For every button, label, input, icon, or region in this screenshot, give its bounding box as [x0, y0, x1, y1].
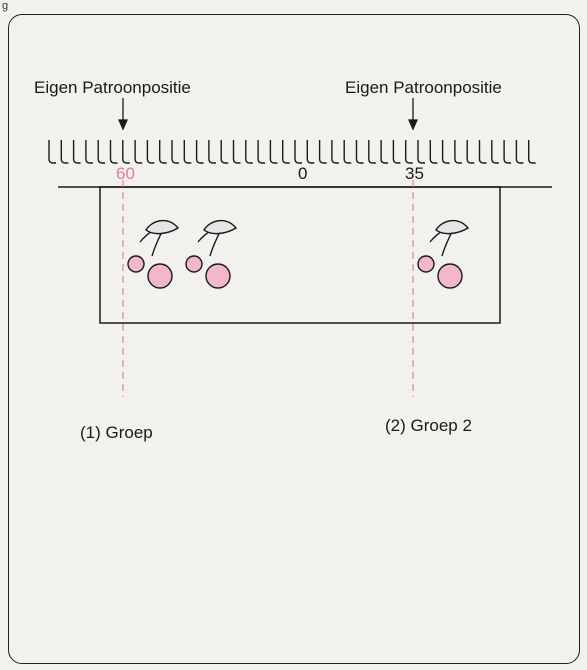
needle [529, 140, 536, 163]
cherry-icon [128, 221, 178, 288]
scale-number-left: 60 [116, 164, 135, 184]
needle [504, 140, 511, 163]
needle [344, 140, 351, 163]
needle [209, 140, 216, 163]
needle [111, 140, 118, 163]
needle [135, 140, 142, 163]
needle [221, 140, 228, 163]
needle [393, 140, 400, 163]
needle [61, 140, 68, 163]
left-down-arrow [119, 98, 127, 129]
needle [430, 140, 437, 163]
needle [283, 140, 290, 163]
needle [160, 140, 167, 163]
needle [295, 140, 302, 163]
needle [443, 140, 450, 163]
needle [123, 140, 130, 163]
needle [320, 140, 327, 163]
group-2-label: (2) Groep 2 [385, 416, 472, 436]
scale-number-center: 0 [298, 164, 307, 184]
group-1-label: (1) Groep [80, 423, 153, 443]
needle [357, 140, 364, 163]
needle [172, 140, 179, 163]
scale-number-right: 35 [405, 164, 424, 184]
needle [381, 140, 388, 163]
cherry-icon [418, 221, 468, 288]
right-down-arrow [409, 98, 417, 129]
needle [332, 140, 339, 163]
needle [98, 140, 105, 163]
needle [270, 140, 277, 163]
needle [406, 140, 413, 163]
needle-comb [49, 140, 536, 163]
needle [234, 140, 241, 163]
needle [258, 140, 265, 163]
needle [74, 140, 81, 163]
needle [147, 140, 154, 163]
needle [197, 140, 204, 163]
needle [516, 140, 523, 163]
needle [418, 140, 425, 163]
needle [492, 140, 499, 163]
needle [480, 140, 487, 163]
pattern-box [100, 187, 500, 323]
needle [369, 140, 376, 163]
cherry-icon [186, 221, 236, 288]
needle [246, 140, 253, 163]
needle [184, 140, 191, 163]
needle [467, 140, 474, 163]
needle [49, 140, 56, 163]
needle [86, 140, 93, 163]
needle [455, 140, 462, 163]
needle [307, 140, 314, 163]
